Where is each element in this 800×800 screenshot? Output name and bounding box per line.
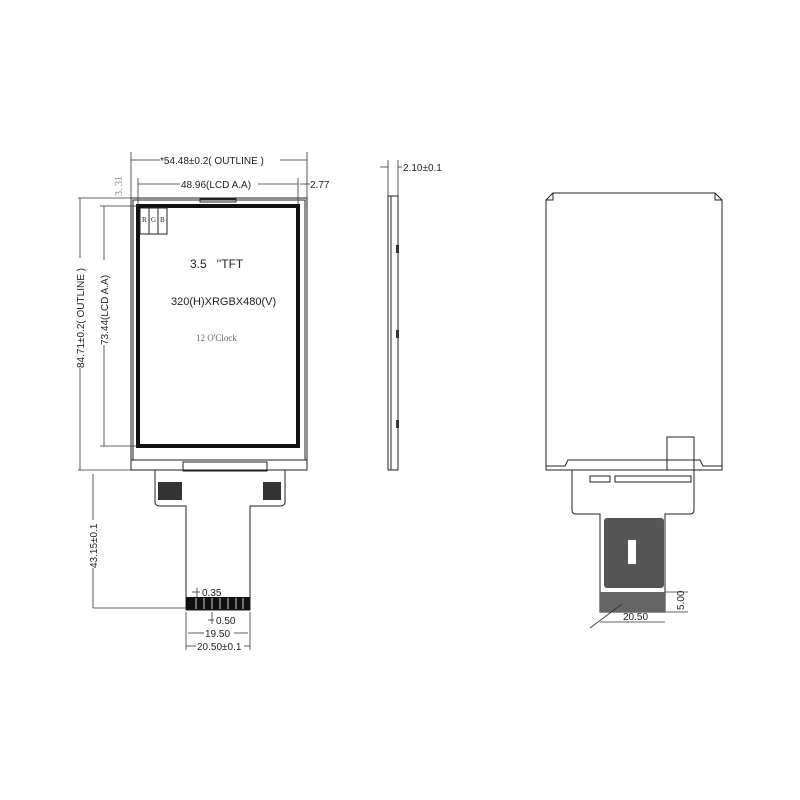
lcd-aa-width-dim: 48.96(LCD A.A) [181, 180, 251, 191]
resolution-label: 320(H)XRGBX480(V) [171, 296, 276, 308]
back-outline [545, 192, 723, 471]
fpc-width-dim: 20.50±0.1 [197, 642, 242, 653]
outline-height-dim: 84.71±0.2( OUTLINE ) [76, 268, 87, 368]
front-view: R G B 3.5 ''TFT 320(H)XRGBX480(V) 12 O'C… [76, 152, 330, 653]
lcd-aa-height-dim: 73.44(LCD A.A) [100, 275, 111, 345]
back-view: 5.00 20.50 [545, 192, 723, 629]
viewing-direction-label: 12 O'Clock [196, 333, 237, 343]
thickness-dim: 2.10±0.1 [403, 163, 442, 174]
rgb-pixel-boxes: R G B [139, 207, 168, 235]
stiffener-width-dim: 20.50 [623, 612, 648, 623]
fpc-length-dim: 43.15±0.1 [89, 523, 100, 568]
size-label: 3.5 ''TFT [190, 257, 244, 271]
right-margin-dim: 2.77 [310, 180, 330, 191]
active-area [136, 204, 300, 448]
fpc-contacts [186, 597, 250, 610]
pixel-r-label: R [142, 216, 147, 224]
pins-span-dim: 19.50 [205, 629, 230, 640]
fpc-component-right [263, 482, 281, 500]
stiffener-height-dim: 5.00 [676, 590, 687, 610]
pin-width-dim: 0.35 [202, 588, 222, 599]
pixel-g-label: G [151, 216, 156, 224]
fpc-component-left [158, 482, 182, 500]
pin-pitch-dim: 0.50 [216, 616, 236, 627]
side-view: 2.10±0.1 [380, 160, 442, 471]
top-margin-dim: 3. 31 [114, 176, 125, 196]
pixel-b-label: B [160, 216, 165, 224]
outline-width-dim: *54.48±0.2( OUTLINE ) [160, 156, 264, 167]
stiffener [600, 592, 665, 612]
panel-outline [130, 197, 308, 471]
